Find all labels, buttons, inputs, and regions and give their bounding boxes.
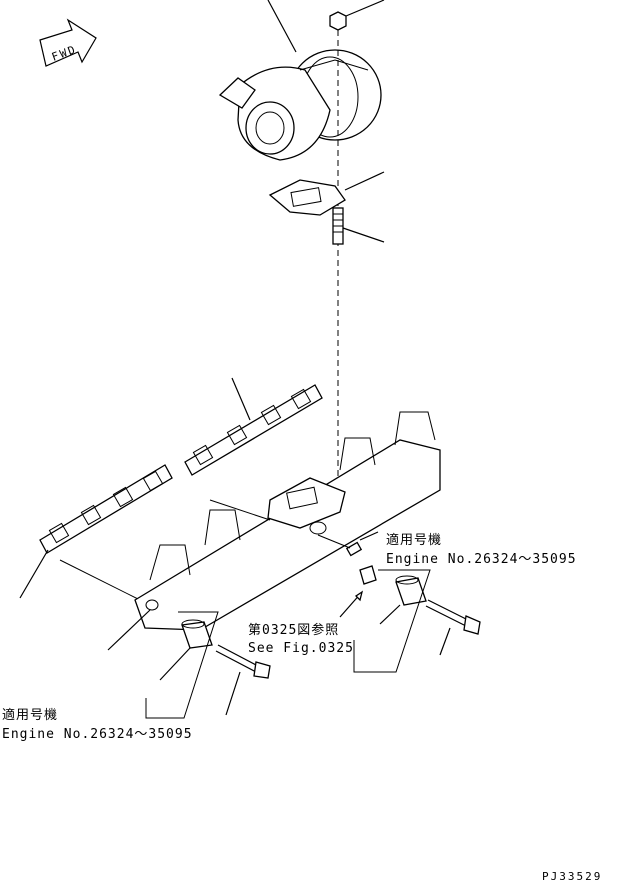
turbocharger (218, 49, 382, 161)
small-bolt (317, 531, 379, 557)
fwd-label: FWD (50, 43, 79, 64)
applicability-bracket-right (353, 569, 431, 673)
bolt-left (215, 644, 271, 716)
leader-left-bolt (107, 609, 151, 651)
drawing-number: PJ33529 (542, 870, 602, 883)
applicability-left-title: 適用号機 (2, 707, 58, 723)
figure-ref-jp: 第0325図参照 (248, 622, 339, 638)
figure-ref-en: See Fig.0325 (248, 641, 354, 656)
leader-turbo (267, 0, 297, 53)
spacer-right (379, 575, 427, 625)
fwd-arrow: FWD (39, 18, 97, 67)
applicability-right-title: 適用号機 (386, 532, 442, 548)
spacer-left (159, 619, 213, 681)
nut (329, 0, 385, 31)
bolt-right (425, 599, 481, 656)
turbo-gasket (268, 171, 385, 216)
applicability-bracket-left (145, 611, 219, 719)
stud (332, 207, 385, 245)
applicability-left-engine: Engine No.26324～35095 (2, 727, 193, 742)
manifold-gasket-lower (19, 464, 173, 601)
bracket-clip (359, 565, 377, 585)
applicability-right-engine: Engine No.26324～35095 (386, 552, 577, 567)
manifold-gasket-upper (184, 377, 323, 476)
exhaust-manifold (134, 411, 441, 631)
